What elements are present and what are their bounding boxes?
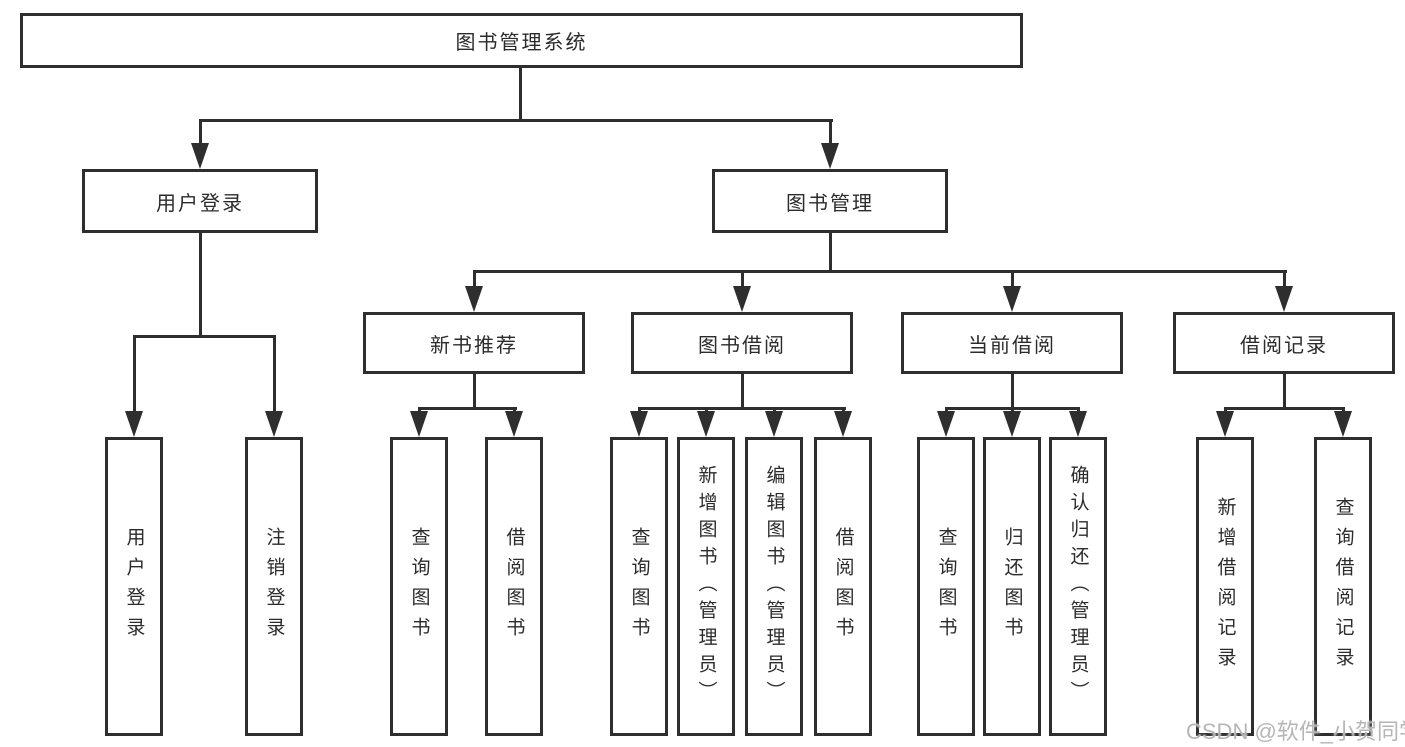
leaf-borrow-book-rec-label: 借阅图书	[503, 526, 525, 647]
node-book-borrow: 图书借阅	[631, 312, 853, 374]
connector-to-new-book-rec	[473, 270, 476, 290]
connector-to-leaf-user-login	[133, 335, 136, 415]
leaf-borrow-book: 借阅图书	[814, 437, 872, 736]
arrowhead-current-borrow	[1003, 286, 1021, 312]
node-user-login: 用户登录	[82, 169, 318, 233]
arrowhead-leaf	[834, 411, 852, 437]
node-current-borrow-label: 当前借阅	[968, 334, 1056, 357]
node-current-borrow: 当前借阅	[901, 312, 1123, 374]
node-book-borrow-label: 图书借阅	[698, 334, 786, 357]
arrowhead-leaf	[1216, 411, 1234, 437]
arrowhead-borrow-records	[1275, 286, 1293, 312]
node-user-login-label: 用户登录	[156, 192, 244, 215]
leaf-query-book-borrow-label: 查询图书	[628, 526, 650, 647]
connector-new-book-rec-drop	[473, 374, 476, 409]
leaf-borrow-book-rec: 借阅图书	[485, 437, 543, 736]
node-borrow-records-label: 借阅记录	[1240, 334, 1328, 357]
connector-current-borrow-drop	[1011, 374, 1014, 409]
connector-book-borrow-branch	[638, 407, 846, 410]
connector-book-borrow-drop	[741, 374, 744, 409]
node-root: 图书管理系统	[20, 13, 1023, 68]
node-new-book-rec: 新书推荐	[363, 312, 585, 374]
arrowhead-new-book-rec	[465, 286, 483, 312]
leaf-user-login-label: 用户登录	[123, 526, 145, 647]
leaf-edit-book-admin-label: 编辑图书（管理员）	[763, 465, 785, 708]
connector-borrow-records-branch	[1224, 407, 1345, 410]
arrowhead-leaf	[1069, 411, 1087, 437]
arrowhead-leaf	[505, 411, 523, 437]
leaf-logout: 注销登录	[245, 437, 303, 736]
leaf-return-book-label: 归还图书	[1001, 526, 1023, 647]
arrowhead-leaf	[1003, 411, 1021, 437]
connector-borrow-records-drop	[1283, 374, 1286, 409]
leaf-return-book: 归还图书	[983, 437, 1041, 736]
leaf-add-borrow-record-label: 新增借阅记录	[1214, 496, 1236, 677]
arrowhead-leaf	[937, 411, 955, 437]
leaf-query-book-current-label: 查询图书	[935, 526, 957, 647]
leaf-query-book-current: 查询图书	[917, 437, 975, 736]
leaf-add-book-admin: 新增图书（管理员）	[677, 437, 735, 736]
arrowhead-leaf	[697, 411, 715, 437]
node-new-book-rec-label: 新书推荐	[430, 334, 518, 357]
leaf-borrow-book-label: 借阅图书	[832, 526, 854, 647]
connector-to-current-borrow	[1011, 270, 1014, 290]
leaf-query-borrow-record-label: 查询借阅记录	[1332, 496, 1354, 677]
leaf-query-borrow-record: 查询借阅记录	[1314, 437, 1372, 736]
connector-book-mgmt-branch	[473, 270, 1287, 273]
leaf-edit-book-admin: 编辑图书（管理员）	[745, 437, 803, 736]
watermark: CSDN @软件_小贺同学	[1186, 719, 1405, 744]
connector-to-book-mgmt	[829, 119, 832, 147]
leaf-user-login: 用户登录	[105, 437, 163, 736]
connector-to-leaf-logout	[273, 335, 276, 415]
arrowhead-leaf	[630, 411, 648, 437]
arrowhead-user-login	[191, 143, 209, 169]
arrowhead-leaf-logout	[265, 411, 283, 437]
connector-root-branch	[199, 119, 833, 122]
arrowhead-leaf	[765, 411, 783, 437]
leaf-query-book-borrow: 查询图书	[610, 437, 668, 736]
leaf-add-book-admin-label: 新增图书（管理员）	[695, 465, 717, 708]
arrowhead-leaf	[1334, 411, 1352, 437]
connector-root-drop	[519, 66, 522, 121]
connector-user-login-drop	[199, 233, 202, 337]
leaf-add-borrow-record: 新增借阅记录	[1196, 437, 1254, 736]
connector-to-user-login	[199, 119, 202, 147]
connector-to-book-borrow	[741, 270, 744, 290]
arrowhead-leaf	[410, 411, 428, 437]
leaf-logout-label: 注销登录	[263, 526, 285, 647]
leaf-query-book-rec-label: 查询图书	[408, 526, 430, 647]
connector-to-borrow-records	[1283, 270, 1286, 290]
leaf-confirm-return-admin-label: 确认归还（管理员）	[1067, 465, 1089, 708]
node-root-label: 图书管理系统	[455, 32, 588, 54]
arrowhead-book-mgmt	[821, 143, 839, 169]
node-borrow-records: 借阅记录	[1173, 312, 1395, 374]
node-book-mgmt-label: 图书管理	[786, 192, 874, 215]
arrowhead-leaf-user-login	[125, 411, 143, 437]
leaf-confirm-return-admin: 确认归还（管理员）	[1049, 437, 1107, 736]
leaf-query-book-rec: 查询图书	[390, 437, 448, 736]
node-book-mgmt: 图书管理	[712, 169, 948, 233]
arrowhead-book-borrow	[733, 286, 751, 312]
connector-user-login-branch	[133, 335, 276, 338]
connector-book-mgmt-drop	[829, 233, 832, 272]
connector-new-book-rec-branch	[418, 407, 517, 410]
